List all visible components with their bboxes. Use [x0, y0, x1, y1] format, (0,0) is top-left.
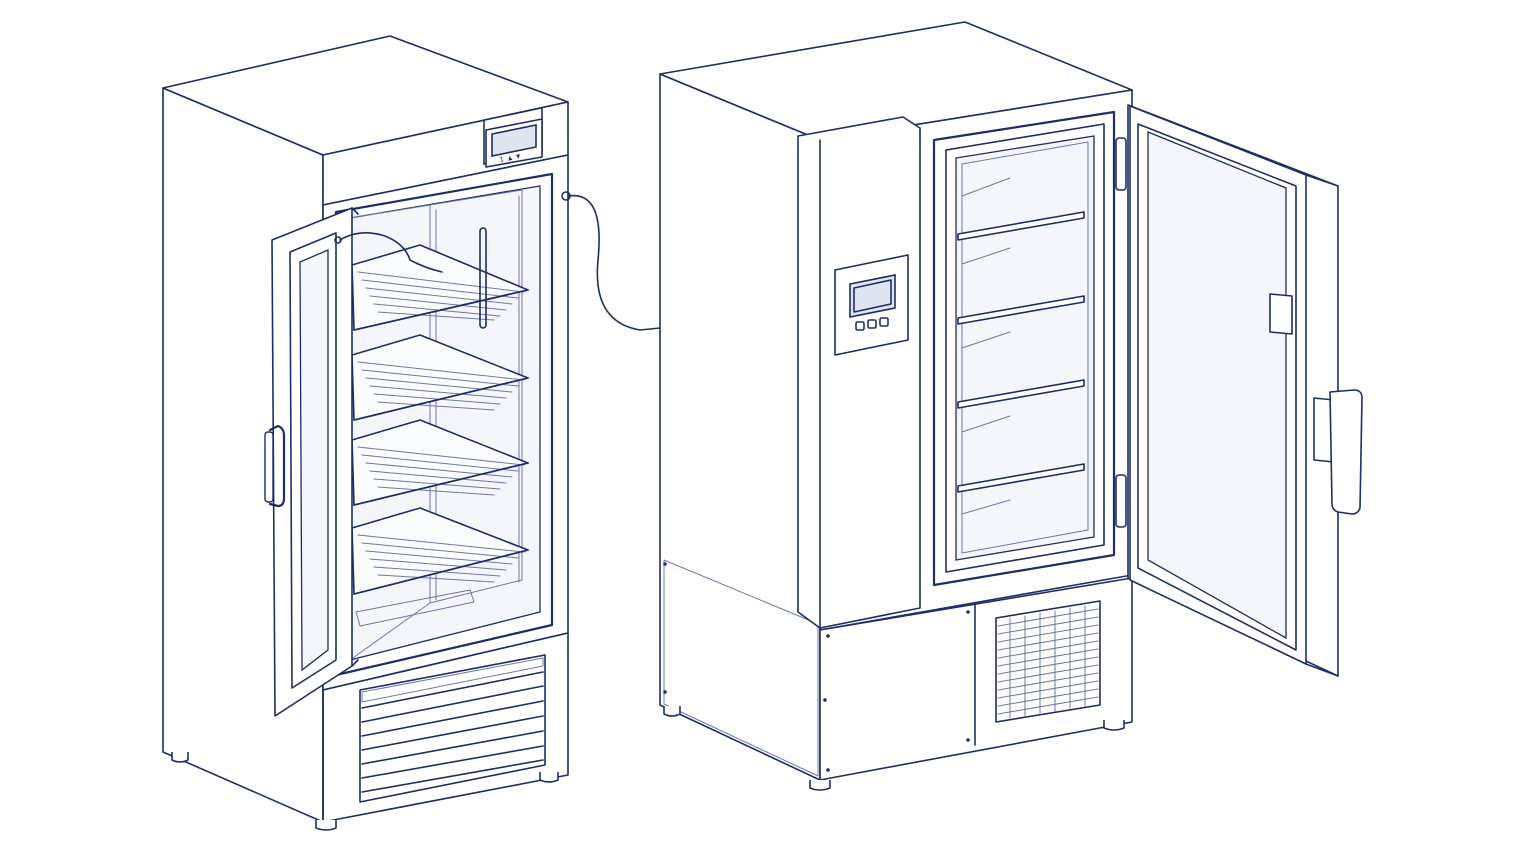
right-grille-mesh — [997, 605, 1099, 719]
control-button-2 — [867, 319, 877, 329]
right-shelf-3 — [957, 331, 1085, 409]
left-shelf-3 — [351, 419, 529, 506]
left-door-glass — [299, 249, 329, 672]
right-shelf-2 — [957, 247, 1085, 325]
control-button-3 — [879, 317, 889, 327]
right-rivets — [663, 562, 970, 772]
left-shelf-4 — [351, 507, 529, 595]
right-shelf-5 — [961, 499, 1011, 515]
left-display-screen — [491, 124, 537, 157]
left-shelf-2 — [351, 334, 529, 421]
right-door-glass — [1147, 131, 1287, 640]
right-control-buttons — [855, 317, 889, 331]
left-door-handle — [268, 424, 286, 508]
right-cabinet-side — [659, 73, 821, 781]
control-button-1 — [855, 321, 865, 331]
right-vent-grille — [995, 600, 1101, 723]
right-shelves — [957, 177, 1085, 515]
cable-port-left — [561, 191, 571, 201]
right-door-handle — [1329, 389, 1363, 515]
right-shelf-1 — [957, 177, 1085, 241]
right-refrigerator-unit — [659, 21, 1363, 791]
left-vent-grille — [359, 654, 546, 803]
left-shelves — [351, 244, 529, 595]
left-grille-slats — [361, 657, 544, 793]
right-control-column — [797, 116, 921, 629]
right-interior-glass — [955, 135, 1095, 561]
left-drip-tray — [355, 589, 475, 627]
right-hinge-top — [1115, 137, 1127, 191]
right-door-latch — [1269, 293, 1293, 335]
right-door-frame — [932, 110, 1116, 587]
right-hinge-bottom — [1115, 474, 1127, 528]
left-refrigerator-unit: 1 ▲ ▼ — [162, 35, 689, 831]
right-side-base-panel — [663, 559, 819, 777]
right-feet — [663, 706, 1125, 791]
probe-cable-outside — [567, 194, 681, 331]
right-shelf-4 — [957, 415, 1085, 493]
left-feet — [171, 752, 559, 831]
right-display-screen — [849, 274, 896, 318]
temperature-probe — [479, 227, 487, 329]
probe-cable-inside — [339, 232, 443, 273]
left-shelf-1 — [351, 244, 529, 331]
